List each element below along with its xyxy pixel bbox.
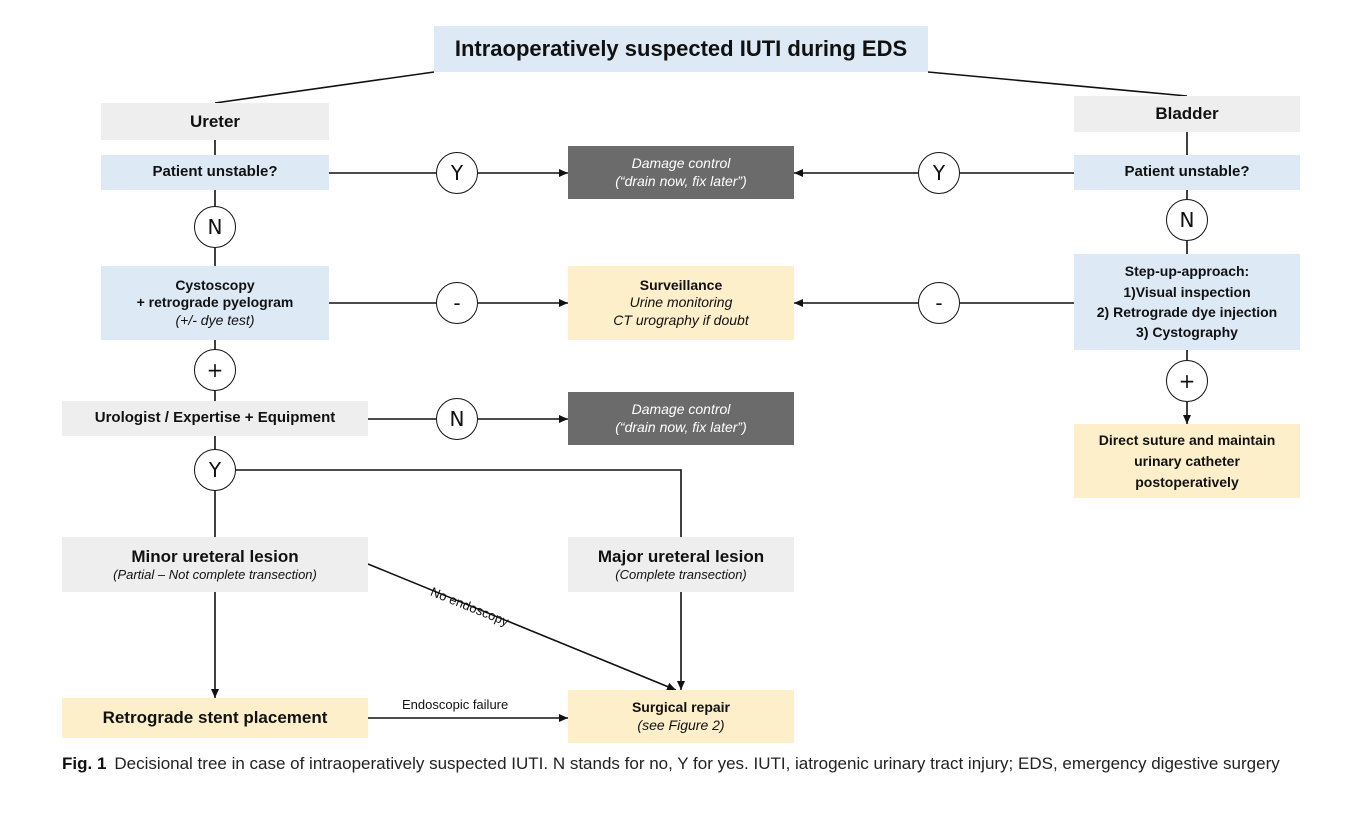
direct-suture-line2: urinary catheter	[1134, 452, 1240, 469]
damage-control-1-line1: Damage control	[631, 155, 731, 171]
step-up-box: Step-up-approach: 1)Visual inspection 2)…	[1074, 254, 1300, 350]
bladder-header: Bladder	[1074, 96, 1300, 132]
minor-to-repair-arrow	[367, 563, 677, 691]
damage-control-2-line2: (“drain now, fix later”)	[615, 418, 747, 435]
step-up-line4: 3) Cystography	[1136, 324, 1238, 341]
figure-caption-text: Decisional tree in case of intraoperativ…	[114, 754, 1280, 773]
surgical-repair-line2: (see Figure 2)	[637, 716, 725, 733]
urologist-box: Urologist / Expertise + Equipment	[62, 401, 368, 436]
minor-lesion-subtitle: (Partial – Not complete transection)	[113, 567, 317, 582]
cystoscopy-box: Cystoscopy + retrograde pyelogram (+/- d…	[101, 266, 329, 340]
figure-caption: Fig. 1 Decisional tree in case of intraop…	[62, 752, 1312, 777]
bladder-unstable-text: Patient unstable?	[1124, 163, 1250, 181]
major-lesion-title: Major ureteral lesion	[597, 546, 765, 566]
surveillance-line1: Surveillance	[639, 276, 723, 293]
ureter-header-text: Ureter	[189, 111, 241, 131]
diagram-title-text: Intraoperatively suspected IUTI during E…	[454, 36, 908, 62]
minor-lesion-box: Minor ureteral lesion (Partial – Not com…	[62, 537, 368, 592]
direct-suture-box: Direct suture and maintain urinary cathe…	[1074, 424, 1300, 498]
bladder-unstable-yes-node: Y	[918, 152, 960, 194]
surgical-repair-box: Surgical repair (see Figure 2)	[568, 690, 794, 743]
surveillance-box: Surveillance Urine monitoring CT urograp…	[568, 266, 794, 340]
stepup-positive-node: +	[1166, 360, 1208, 402]
ureter-unstable-box: Patient unstable?	[101, 155, 329, 190]
ureter-unstable-text: Patient unstable?	[152, 163, 278, 181]
major-lesion-subtitle: (Complete transection)	[615, 567, 747, 582]
step-up-line3: 2) Retrograde dye injection	[1096, 304, 1278, 320]
step-up-line2: 1)Visual inspection	[1123, 283, 1251, 300]
y-to-major-line	[236, 469, 682, 537]
stent-placement-box: Retrograde stent placement	[62, 698, 368, 738]
direct-suture-line1: Direct suture and maintain	[1098, 431, 1276, 448]
surveillance-line2: Urine monitoring	[629, 294, 733, 311]
urologist-no-node: N	[436, 398, 478, 440]
urologist-text: Urologist / Expertise + Equipment	[94, 409, 336, 427]
bladder-unstable-no-node: N	[1166, 199, 1208, 241]
title-to-bladder-line	[927, 71, 1188, 97]
ureter-unstable-no-node: N	[194, 206, 236, 248]
figure-caption-label: Fig. 1	[62, 754, 107, 773]
ureter-unstable-yes-node: Y	[436, 152, 478, 194]
cysto-positive-node: +	[194, 349, 236, 391]
major-lesion-box: Major ureteral lesion (Complete transect…	[568, 537, 794, 592]
diagram-title: Intraoperatively suspected IUTI during E…	[434, 26, 928, 72]
step-up-line1: Step-up-approach:	[1124, 263, 1250, 280]
cystoscopy-line2: + retrograde pyelogram	[136, 294, 294, 311]
stepup-negative-node: -	[918, 282, 960, 324]
endoscopic-failure-label: Endoscopic failure	[402, 697, 509, 712]
damage-control-2-line1: Damage control	[631, 401, 731, 417]
bladder-unstable-box: Patient unstable?	[1074, 155, 1300, 190]
ureter-header: Ureter	[101, 103, 329, 140]
cystoscopy-line3: (+/- dye test)	[175, 311, 255, 328]
damage-control-box-1: Damage control (“drain now, fix later”)	[568, 146, 794, 199]
damage-control-1-line2: (“drain now, fix later”)	[615, 172, 747, 189]
minor-lesion-title: Minor ureteral lesion	[131, 546, 299, 566]
surgical-repair-line1: Surgical repair	[631, 699, 731, 715]
direct-suture-line3: postoperatively	[1135, 473, 1239, 490]
surveillance-line3: CT urography if doubt	[613, 311, 749, 328]
urologist-yes-node: Y	[194, 449, 236, 491]
bladder-header-text: Bladder	[1155, 104, 1219, 124]
stent-placement-text: Retrograde stent placement	[102, 708, 328, 728]
title-to-ureter-line	[214, 71, 435, 104]
cysto-negative-node: -	[436, 282, 478, 324]
damage-control-box-2: Damage control (“drain now, fix later”)	[568, 392, 794, 445]
cystoscopy-line1: Cystoscopy	[175, 276, 255, 293]
